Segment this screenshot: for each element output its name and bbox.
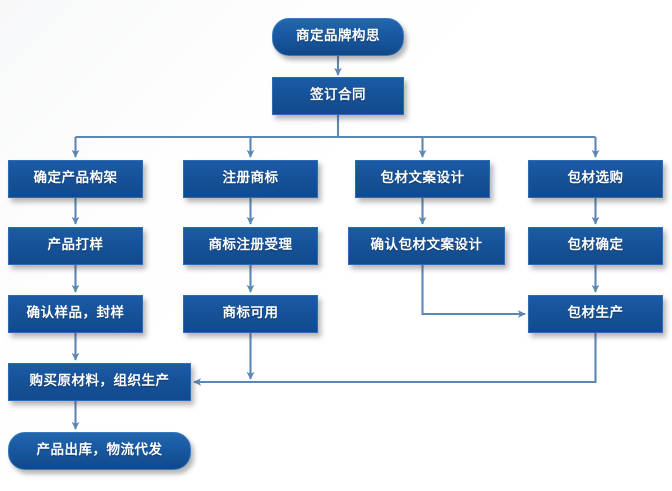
edge-n13-n14 <box>193 333 597 386</box>
node-sign-contract[interactable]: 签订合同 <box>272 77 404 115</box>
node-brand-concept[interactable]: 商定品牌构思 <box>272 18 404 56</box>
node-define-product-framework[interactable]: 确定产品构架 <box>8 160 143 198</box>
node-label: 注册商标 <box>222 170 279 187</box>
node-label: 产品出库，物流代发 <box>36 442 163 459</box>
node-trademark-accepted[interactable]: 商标注册受理 <box>183 227 318 265</box>
node-trademark-available[interactable]: 商标可用 <box>183 295 318 333</box>
node-label: 商定品牌构思 <box>296 28 380 45</box>
node-packaging-production[interactable]: 包材生产 <box>528 295 663 333</box>
node-label: 产品打样 <box>47 237 104 254</box>
edge-n9-n13 <box>421 265 526 318</box>
node-product-shipment-logistics[interactable]: 产品出库，物流代发 <box>8 432 191 470</box>
node-packaging-purchase[interactable]: 包材选购 <box>528 160 663 198</box>
node-buy-materials-organize-production[interactable]: 购买原材料，组织生产 <box>8 363 191 401</box>
node-label: 包材选购 <box>567 170 624 187</box>
node-product-sample[interactable]: 产品打样 <box>8 227 143 265</box>
node-label: 包材确定 <box>567 237 624 254</box>
node-label: 签订合同 <box>310 87 366 104</box>
node-register-trademark[interactable]: 注册商标 <box>183 160 318 198</box>
node-label: 确认样品，封样 <box>26 305 125 322</box>
node-label: 商标注册受理 <box>208 237 293 254</box>
node-packaging-confirmed[interactable]: 包材确定 <box>528 227 663 265</box>
node-label: 购买原材料，组织生产 <box>29 373 170 390</box>
node-confirm-packaging-copy[interactable]: 确认包材文案设计 <box>348 227 505 265</box>
node-label: 确定产品构架 <box>33 170 118 187</box>
node-confirm-sample-seal[interactable]: 确认样品，封样 <box>8 295 143 333</box>
node-label: 商标可用 <box>222 305 279 322</box>
node-label: 包材生产 <box>567 305 624 322</box>
node-packaging-copy-design[interactable]: 包材文案设计 <box>355 160 490 198</box>
node-label: 包材文案设计 <box>380 170 465 187</box>
node-label: 确认包材文案设计 <box>370 237 483 254</box>
